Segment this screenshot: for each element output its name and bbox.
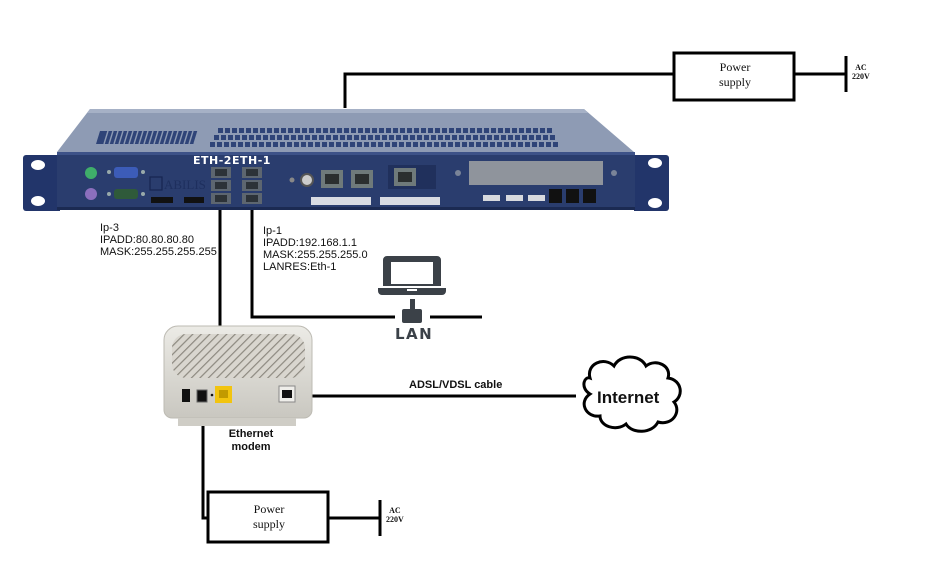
power-supply-top-line1: Power — [719, 60, 751, 74]
server-vents-grid — [210, 128, 558, 147]
audio-ports — [549, 189, 596, 203]
ip3-title: Ip-3 — [100, 222, 119, 234]
internet-cloud — [582, 355, 682, 433]
displayport-port — [151, 197, 173, 203]
ac-top-line2: 220V — [852, 72, 870, 81]
eth2-port-stack — [211, 167, 231, 204]
ip1-title: Ip-1 — [263, 225, 282, 237]
laptop-icon — [383, 256, 441, 286]
ip3-info: Ip-3 IPADD:80.80.80.80 MASK:255.255.255.… — [100, 222, 217, 258]
power-button — [300, 173, 314, 187]
wire-server-to-power-top — [343, 72, 674, 108]
lan-connector — [402, 309, 422, 323]
expansion-slot-2 — [380, 197, 440, 205]
modem-label-line1: Ethernet — [228, 428, 274, 440]
power-supply-bottom-line1: Power — [253, 502, 285, 516]
ac-label-top: AC 220V — [852, 63, 870, 81]
internet-label: Internet — [597, 388, 660, 407]
ip1-mask: MASK:255.255.255.0 — [263, 249, 368, 261]
brand-logo-box — [149, 176, 163, 191]
ac-bottom-line2: 220V — [386, 515, 404, 524]
server-appliance: ABILIS — [23, 109, 669, 211]
power-supply-bottom-box — [206, 490, 330, 544]
wire-eth1-to-lan — [250, 170, 395, 319]
modem-label: Ethernet modem — [216, 428, 286, 454]
ip3-ipadd: IPADD:80.80.80.80 — [100, 234, 194, 246]
port-label-eth1: ETH-1 — [232, 154, 271, 167]
expansion-slot-1 — [311, 197, 371, 205]
brand-logo: ABILIS — [164, 177, 206, 192]
eth1-port-stack — [242, 167, 262, 204]
lan-icon-group — [378, 256, 446, 323]
rack-ear-right — [634, 155, 669, 211]
modem-vent-grille — [172, 334, 305, 378]
modem-power-jack — [196, 389, 208, 403]
lan-label: LAN — [395, 325, 434, 343]
ac-top-line1: AC — [855, 63, 867, 72]
power-supply-top-box — [672, 51, 796, 102]
ac-label-bottom: AC 220V — [386, 506, 404, 524]
rack-ear-left — [23, 155, 60, 211]
vga-port — [114, 167, 138, 178]
power-supply-bottom-line2: supply — [252, 517, 285, 531]
ac-bottom-line1: AC — [389, 506, 401, 515]
hdmi-port — [184, 197, 204, 203]
usb-ports — [483, 195, 545, 201]
rj45-port-group — [321, 165, 436, 189]
ip3-mask: MASK:255.255.255.255 — [100, 246, 217, 258]
ip1-ipadd: IPADD:192.168.1.1 — [263, 237, 357, 249]
ip1-info: Ip-1 IPADD:192.168.1.1 MASK:255.255.255.… — [263, 225, 368, 273]
power-supply-bottom-label: Power supply — [210, 502, 328, 532]
serial-port — [114, 189, 138, 199]
ps2-port-mouse — [85, 167, 97, 179]
ethernet-modem — [163, 325, 313, 426]
lcd-display — [469, 161, 603, 185]
power-supply-top-label: Power supply — [676, 60, 794, 90]
modem-power-switch — [182, 389, 190, 402]
wire-modem-to-power-bottom — [201, 400, 208, 520]
power-supply-top-line2: supply — [718, 75, 751, 89]
ps2-port-keyboard — [85, 188, 97, 200]
modem-label-line2: modem — [231, 441, 271, 453]
lan-connector-stem — [410, 299, 415, 309]
adsl-cable-label: ADSL/VDSL cable — [409, 379, 503, 391]
port-label-eth2: ETH-2 — [193, 154, 232, 167]
ip1-lanres: LANRES:Eth-1 — [263, 261, 337, 273]
